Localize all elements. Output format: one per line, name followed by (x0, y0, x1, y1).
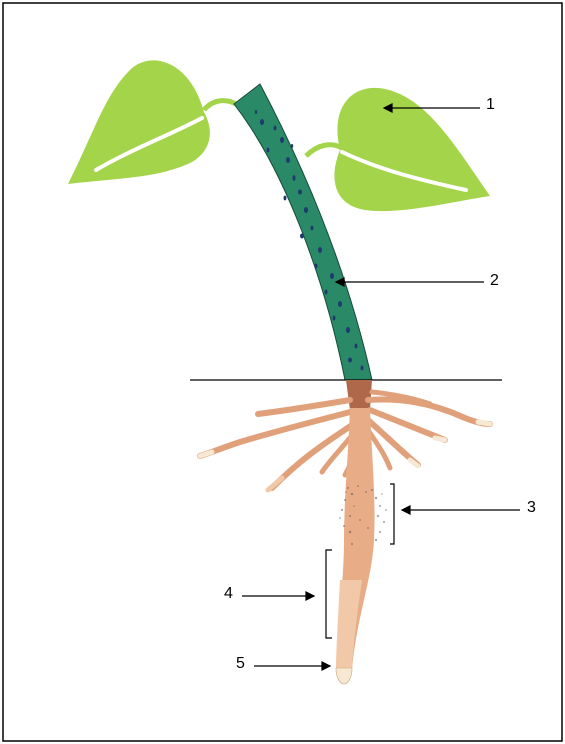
label-elongation-zone: 4 (224, 586, 233, 602)
roots (200, 380, 490, 490)
label-root-cap: 5 (236, 656, 245, 672)
left-leaf (68, 60, 236, 184)
label-leaf: 1 (486, 97, 495, 113)
bracket-4 (326, 550, 332, 638)
right-leaf (306, 88, 490, 211)
border (3, 3, 562, 741)
root-cap (336, 668, 352, 684)
label-stem: 2 (490, 273, 499, 289)
label-root-hair-zone: 3 (527, 500, 536, 516)
bracket-3 (390, 484, 394, 544)
